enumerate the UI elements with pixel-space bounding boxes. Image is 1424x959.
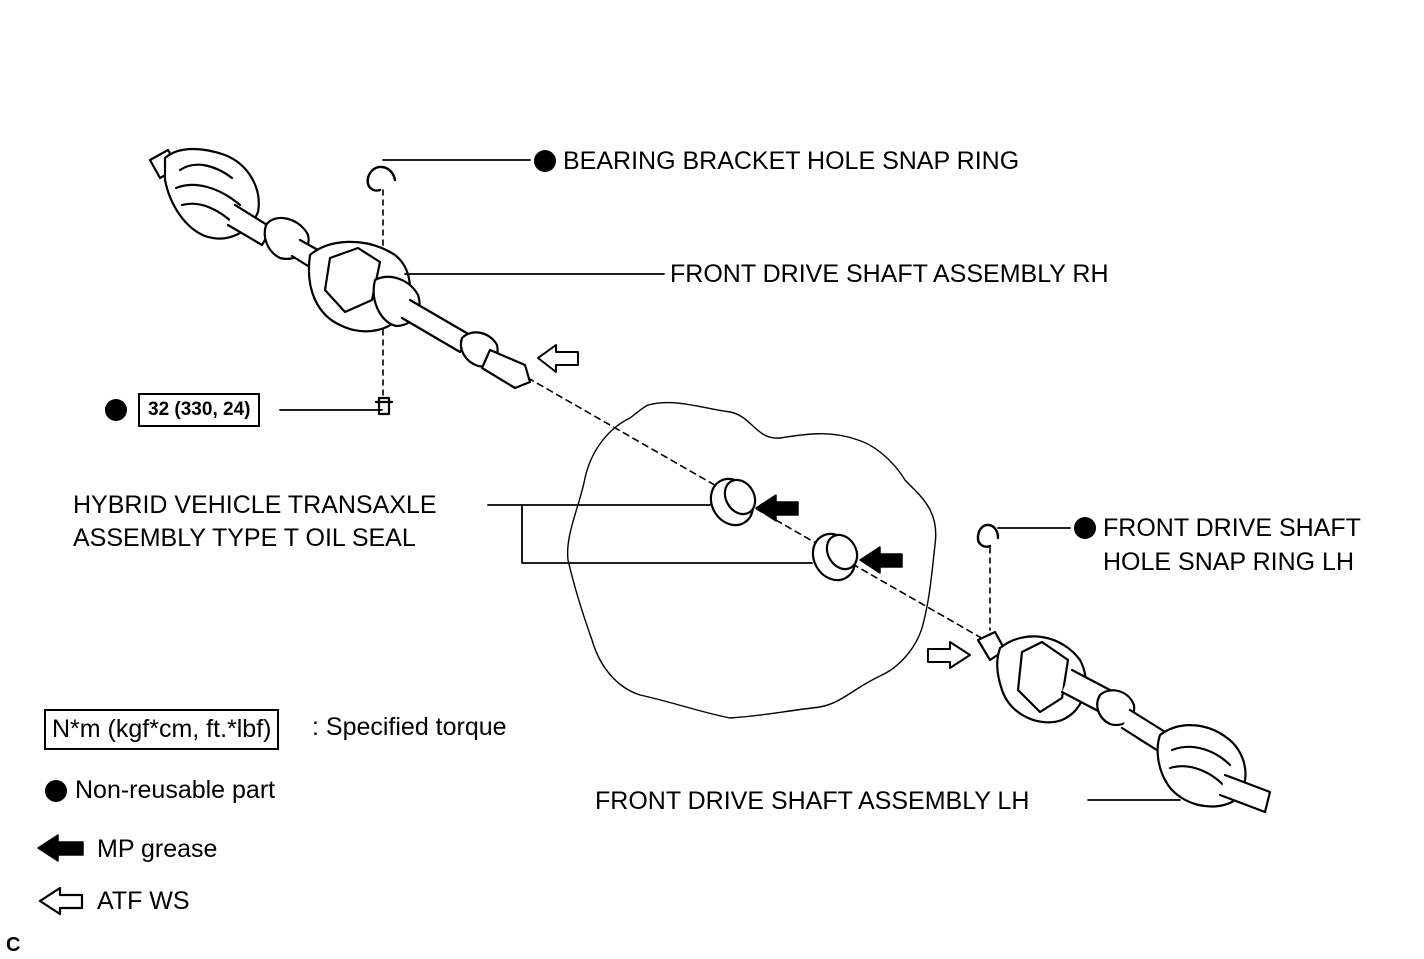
legend-torque-unit-box: N*m (kgf*cm, ft.*lbf)	[44, 709, 280, 750]
atf-arrow-lh	[927, 641, 971, 669]
snap-ring-lh-part	[976, 523, 1000, 548]
non-reusable-marker-snap-ring-lh	[1074, 517, 1096, 539]
label-snap-ring-lh-line1: FRONT DRIVE SHAFT	[1103, 514, 1361, 542]
filled-circle-icon	[45, 780, 67, 802]
non-reusable-marker-snap-ring	[534, 150, 556, 172]
label-oil-seal-line1: HYBRID VEHICLE TRANSAXLE	[73, 491, 437, 519]
torque-value-box: 32 (330, 24)	[138, 393, 261, 427]
front-drive-shaft-lh	[976, 630, 1272, 814]
label-bearing-snap-ring: BEARING BRACKET HOLE SNAP RING	[563, 147, 1020, 175]
oil-seal-lower	[811, 532, 859, 582]
label-shaft-rh: FRONT DRIVE SHAFT ASSEMBLY RH	[670, 260, 1109, 288]
atf-arrow-rh	[537, 344, 579, 373]
legend-non-reusable: Non-reusable part	[75, 776, 276, 804]
leader-oil-seal	[487, 504, 813, 564]
label-snap-ring-lh-line2: HOLE SNAP RING LH	[1103, 548, 1355, 576]
label-shaft-lh: FRONT DRIVE SHAFT ASSEMBLY LH	[595, 787, 1030, 815]
bearing-snap-ring-part	[366, 165, 397, 192]
hollow-arrow-icon	[38, 886, 84, 916]
legend-atf: ATF WS	[97, 887, 190, 915]
label-oil-seal-line2: ASSEMBLY TYPE T OIL SEAL	[73, 524, 416, 552]
bolt-part	[374, 396, 394, 416]
non-reusable-marker-bolt	[105, 399, 127, 421]
front-drive-shaft-rh	[148, 147, 532, 390]
legend-mp-grease: MP grease	[97, 835, 218, 863]
mp-grease-arrow-lower	[859, 546, 903, 574]
transaxle-case-outline	[566, 401, 937, 719]
mp-grease-arrow-upper	[755, 494, 799, 522]
solid-arrow-icon	[37, 834, 84, 862]
corner-mark: C	[6, 934, 21, 956]
legend-torque-desc: : Specified torque	[312, 713, 507, 741]
oil-seal-upper	[709, 477, 757, 527]
